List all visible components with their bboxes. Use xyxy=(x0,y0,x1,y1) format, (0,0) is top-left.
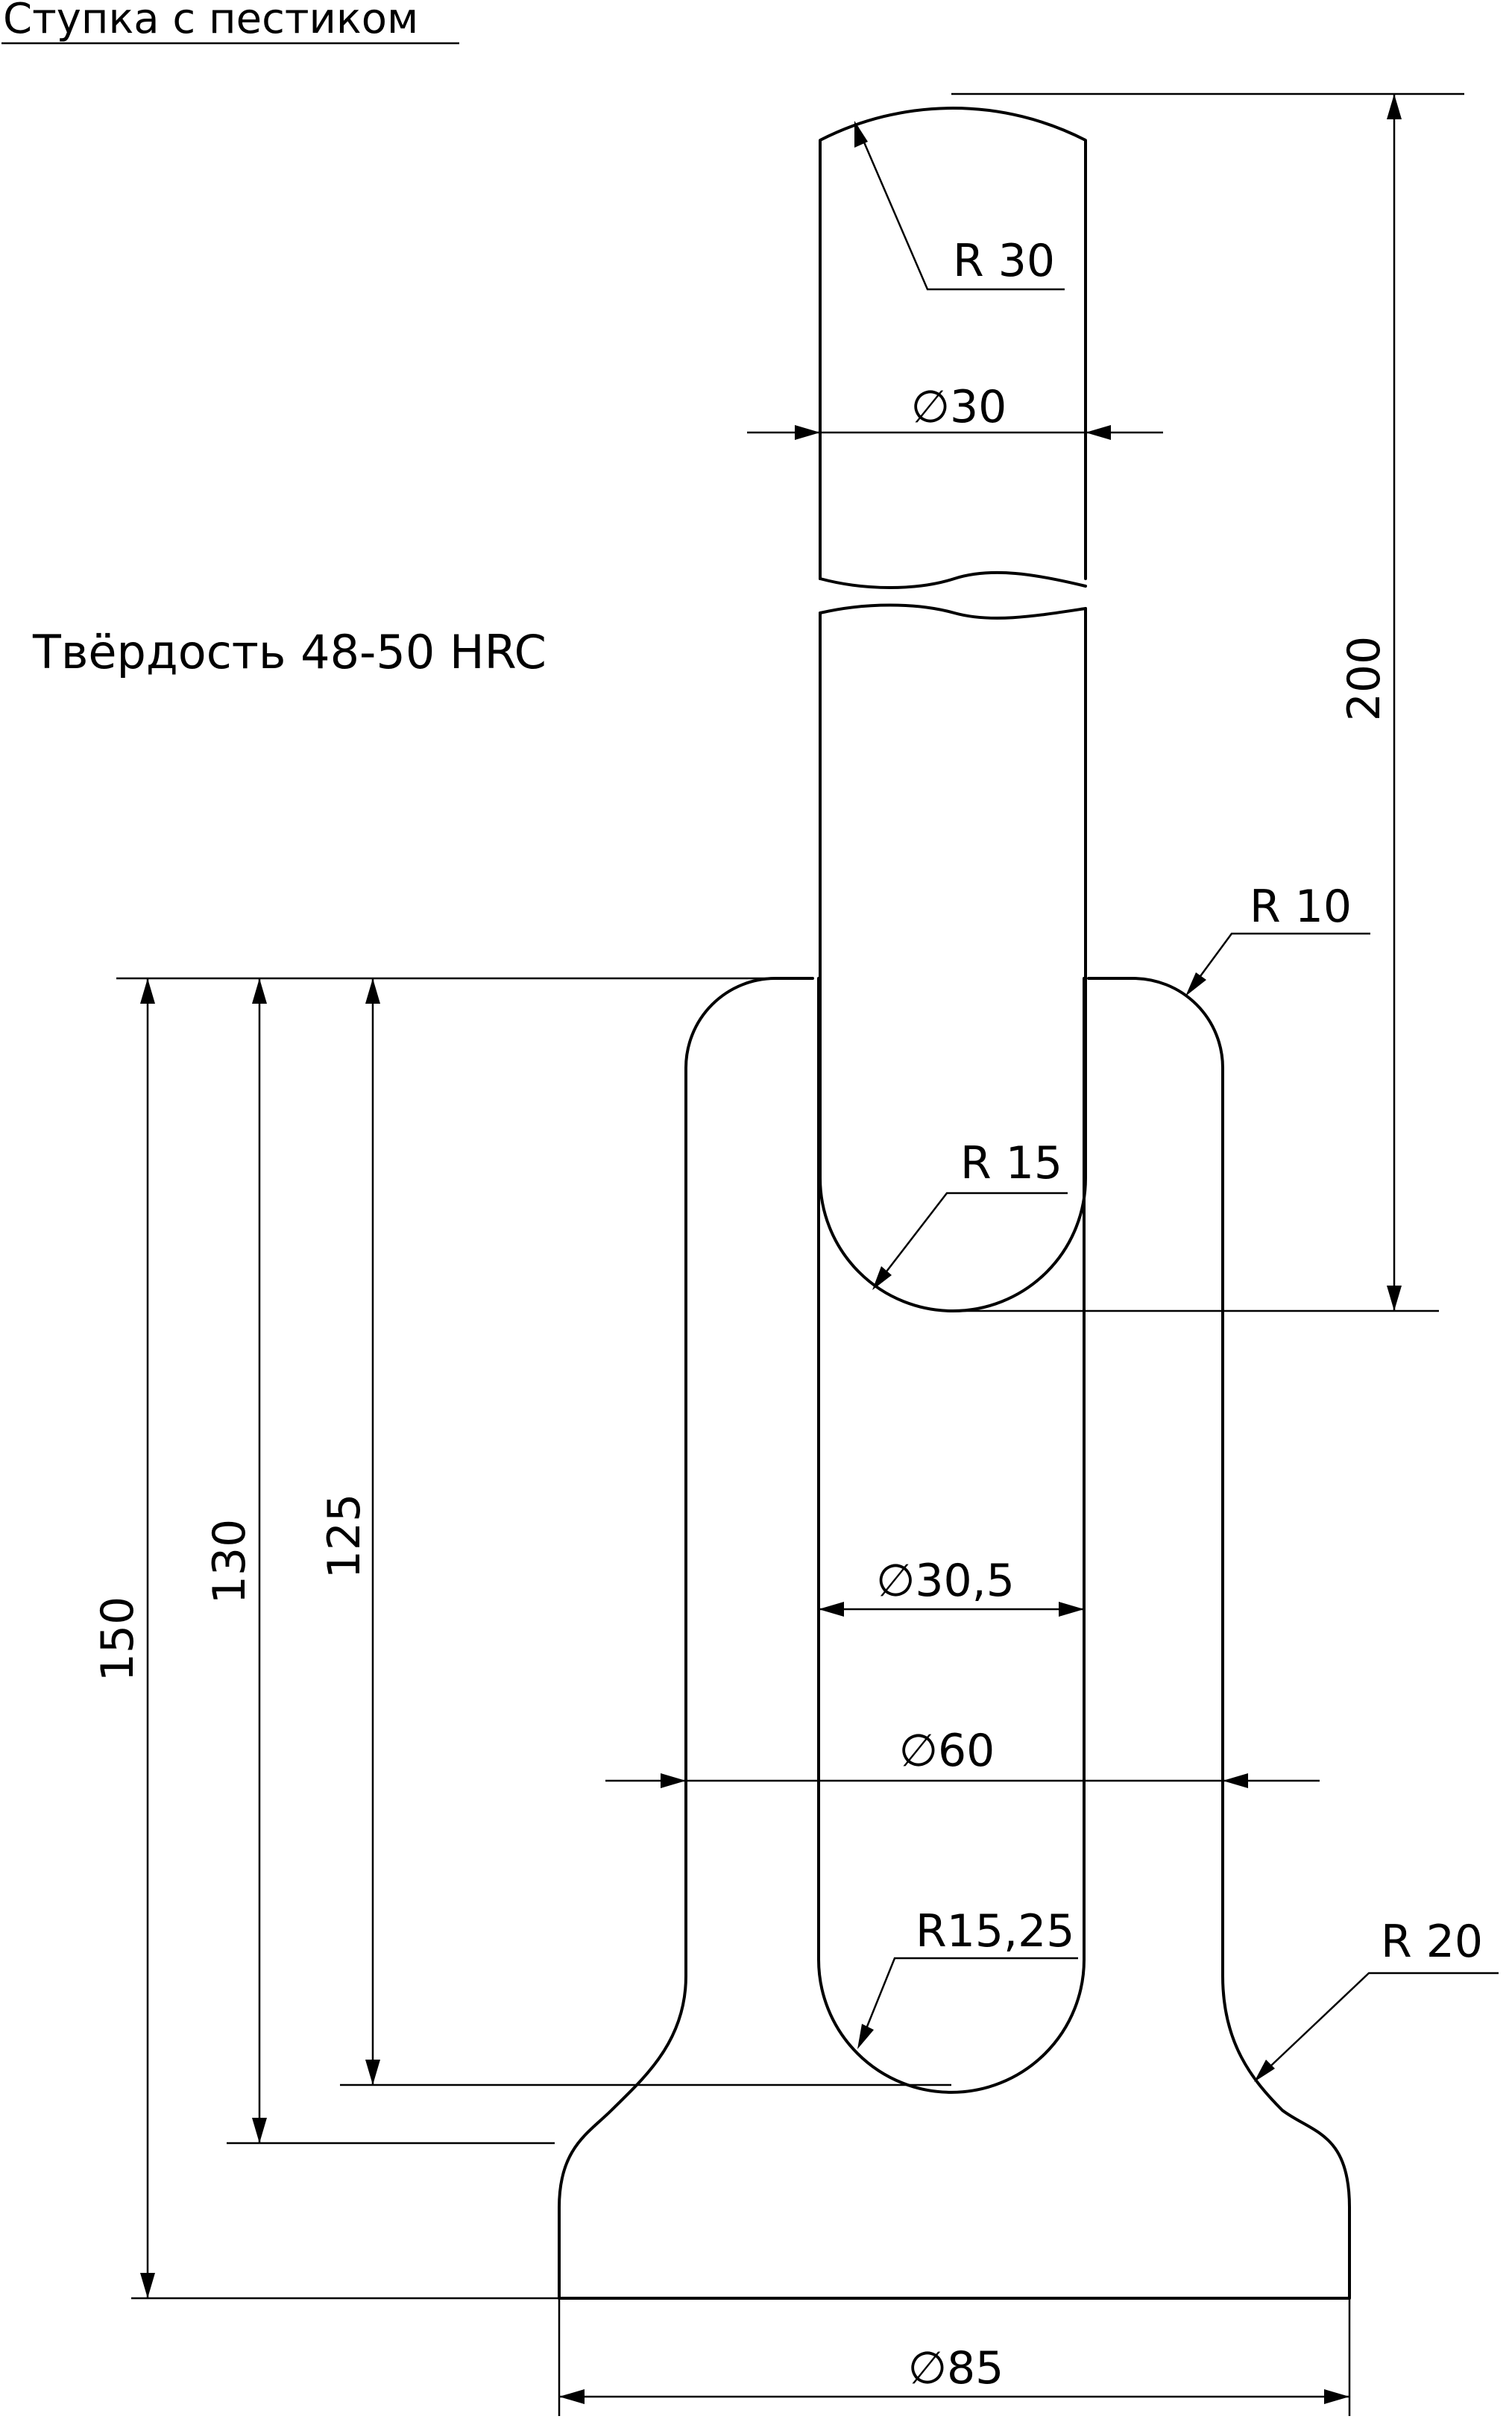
leader-r15 xyxy=(876,1192,1068,1285)
dim-body-diameter: ∅60 xyxy=(899,1725,995,1777)
arrowhead xyxy=(1324,2389,1349,2404)
mortar-bore xyxy=(817,977,1086,2094)
arrowhead xyxy=(1059,1602,1084,1617)
arrowhead xyxy=(1254,2060,1275,2082)
leader-r30 xyxy=(856,126,1065,291)
dim-pestle-length: 200 xyxy=(1338,636,1390,722)
arrowhead xyxy=(795,425,820,440)
arrowhead xyxy=(1185,972,1206,996)
arrowhead xyxy=(854,121,868,148)
arrowhead xyxy=(1223,1773,1248,1788)
arrowhead xyxy=(819,1602,844,1617)
arrowhead xyxy=(252,2118,267,2143)
dim-base-diameter: ∅85 xyxy=(908,2342,1004,2394)
dim-base-fillet-radius: R 20 xyxy=(1381,1916,1483,1968)
mortar-outline xyxy=(558,977,1351,2300)
dim-bore-diameter: ∅30,5 xyxy=(876,1555,1015,1607)
arrowhead xyxy=(365,978,380,1004)
arrowhead xyxy=(661,1773,686,1788)
dim-pestle-bottom-radius: R 15 xyxy=(960,1137,1062,1189)
dim-pestle-diameter: ∅30 xyxy=(911,381,1007,433)
arrowhead xyxy=(872,1266,892,1290)
pestle-top-part xyxy=(819,107,1087,580)
arrowhead xyxy=(140,978,155,1004)
pestle-break-line-upper xyxy=(819,570,1087,589)
dim-bore-bottom-radius: R15,25 xyxy=(916,1905,1074,1957)
dim-pestle-tip-radius: R 30 xyxy=(953,235,1055,287)
arrowhead xyxy=(559,2389,585,2404)
arrowhead xyxy=(1086,425,1111,440)
arrowhead xyxy=(857,2024,874,2049)
arrowhead xyxy=(365,2060,380,2085)
pestle-break-line-lower xyxy=(819,603,1087,620)
drawing-title: Ступка с пестиком xyxy=(3,0,418,43)
arrowhead xyxy=(252,978,267,1004)
leader-r20 xyxy=(1258,1972,1499,2078)
arrowhead xyxy=(1387,94,1402,119)
dim-height-total: 150 xyxy=(92,1597,144,1682)
pestle-bottom-part xyxy=(819,607,1087,1312)
dim-height-body: 130 xyxy=(204,1519,256,1605)
leader-r10 xyxy=(1188,932,1370,991)
arrowhead xyxy=(140,2273,155,2298)
dim-mortar-top-radius: R 10 xyxy=(1250,881,1352,933)
hardness-note: Твёрдость 48-50 HRC xyxy=(32,625,546,679)
dim-bore-depth: 125 xyxy=(318,1494,371,1579)
leader-r15-25 xyxy=(859,1957,1078,2044)
arrowhead xyxy=(1387,1286,1402,1311)
